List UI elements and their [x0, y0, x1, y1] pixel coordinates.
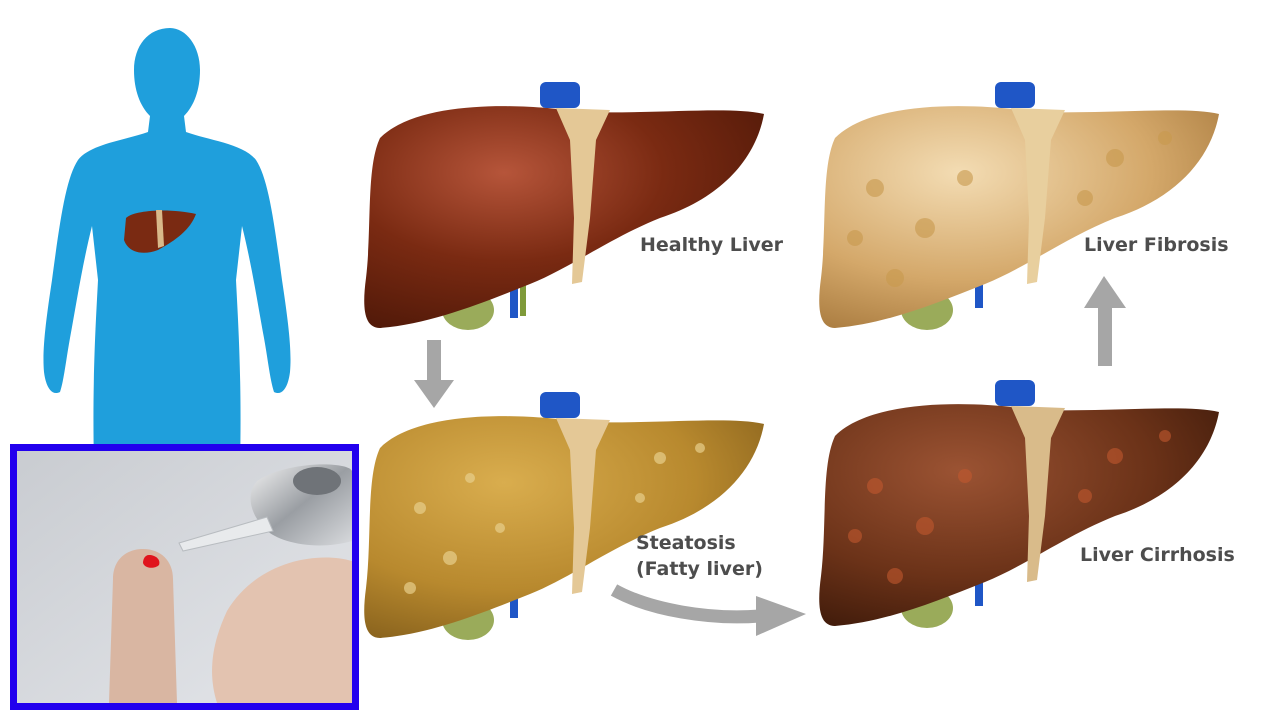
healthy-liver-label: Healthy Liver	[640, 234, 783, 256]
vein-icon	[540, 392, 580, 418]
silhouette-liver-icon	[124, 210, 196, 253]
curved-arrow-icon	[610, 584, 806, 636]
steatosis-label-line2: (Fatty liver)	[636, 558, 763, 580]
healthy-liver-icon	[364, 82, 764, 330]
human-silhouette-icon	[43, 28, 291, 465]
vein-icon	[540, 82, 580, 108]
steatosis-liver-icon	[364, 392, 764, 640]
vein-icon	[995, 82, 1035, 108]
arrow-up-icon	[1084, 276, 1126, 366]
vein-icon	[995, 380, 1035, 406]
lancet-device-icon	[178, 464, 352, 552]
cirrhosis-label: Liver Cirrhosis	[1080, 544, 1235, 566]
hand-shape	[212, 557, 352, 703]
finger-prick-photo	[10, 444, 359, 710]
steatosis-label-line1: Steatosis	[636, 532, 736, 554]
fibrosis-liver-icon	[819, 82, 1219, 330]
arrow-down-icon	[414, 340, 454, 408]
cirrhosis-liver-icon	[819, 380, 1219, 628]
blood-drop-icon	[143, 555, 160, 568]
silhouette-body	[43, 28, 291, 465]
finger-shape	[109, 549, 177, 703]
fibrosis-label: Liver Fibrosis	[1084, 234, 1229, 256]
